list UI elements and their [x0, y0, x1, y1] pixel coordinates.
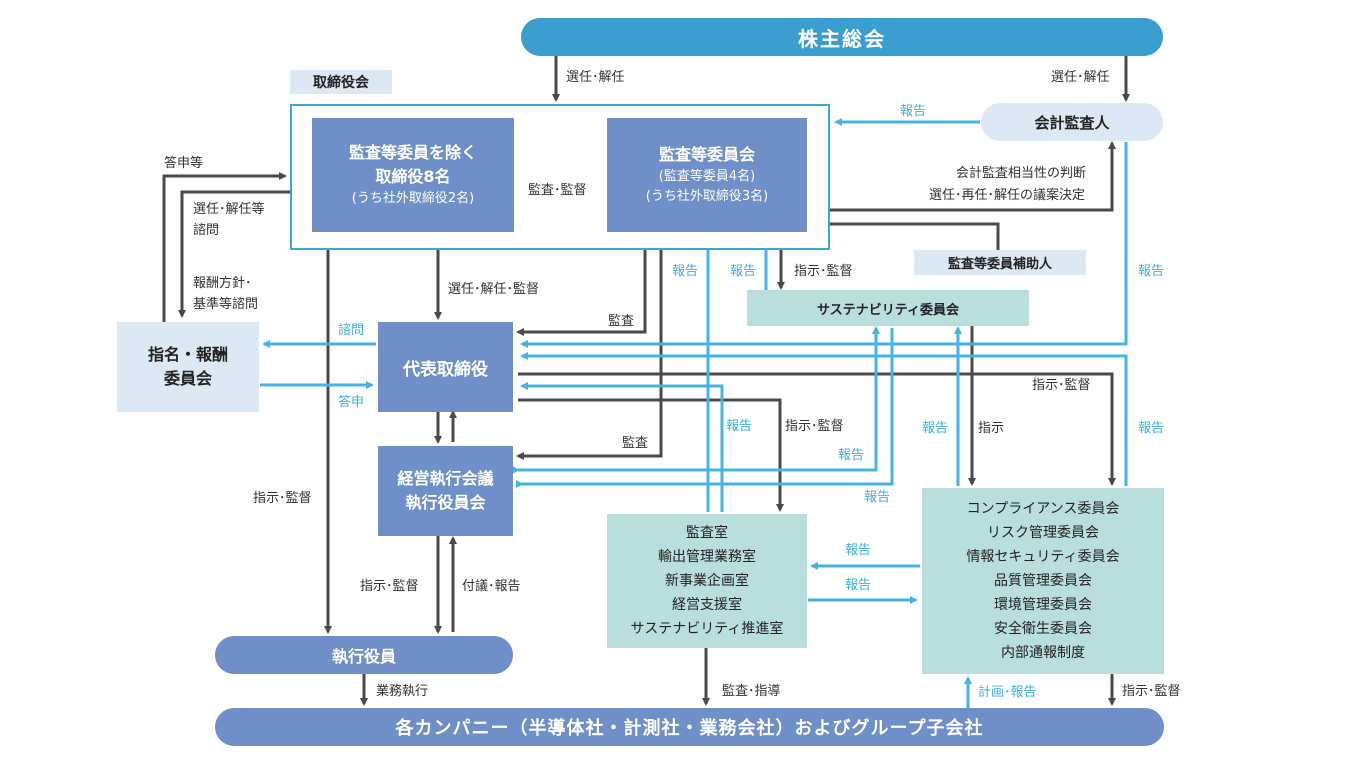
office-item: 新事業企画室	[665, 573, 749, 589]
label-elect-consult: 選任･解任等	[193, 202, 265, 217]
label-answer-arrow: 答申	[338, 395, 365, 410]
arrow-audit-to-auditor	[828, 141, 1116, 212]
accounting-auditor-box[interactable]: 会計監査人	[981, 103, 1163, 141]
nomination-committee-box[interactable]: 指名・報酬 委員会	[117, 322, 259, 412]
label-report: 報告	[726, 419, 753, 434]
label-report: 報告	[1138, 264, 1165, 279]
committee-item: 内部通報制度	[1001, 645, 1085, 661]
label-audit: 監査	[608, 314, 635, 329]
label-elect-dismiss: 選任･解任	[566, 70, 625, 85]
label-report: 報告	[1138, 421, 1165, 436]
label-remuneration: 基準等諮問	[193, 297, 259, 312]
directors-line-2: 取締役8名	[375, 167, 451, 186]
label-consult-arrow: 諮問	[338, 323, 365, 338]
audit-committee-line-1: 監査等委員会	[658, 145, 755, 164]
committee-item: 環境管理委員会	[994, 597, 1092, 613]
label-instruct-supervise: 指示･監督	[253, 491, 312, 506]
label-instruct-supervise: 指示･監督	[1032, 378, 1091, 393]
label-instruct-supervise: 指示･監督	[1122, 684, 1181, 699]
shareholders-meeting-label: 株主総会	[798, 26, 886, 51]
committee-item: 品質管理委員会	[994, 573, 1092, 589]
management-meeting-line-2: 執行役員会	[405, 493, 486, 512]
executive-officers-label: 執行役員	[331, 647, 396, 666]
label-remuneration: 報酬方針･	[193, 276, 252, 291]
representative-director-box[interactable]: 代表取締役	[378, 322, 513, 412]
label-plan-report: 計画･報告	[978, 685, 1037, 700]
committees-box[interactable]: コンプライアンス委員会 リスク管理委員会 情報セキュリティ委員会 品質管理委員会…	[922, 488, 1164, 674]
arrow-nomination-to-board	[162, 172, 287, 322]
label-instruct-supervise: 指示･監督	[794, 264, 853, 279]
label-propose-report: 付議･報告	[462, 579, 521, 594]
label-audit-supervise: 監査･監督	[528, 183, 587, 198]
label-elect-dismiss: 選任･解任	[1051, 70, 1110, 85]
board-tag: 取締役会	[290, 70, 392, 94]
label-report: 報告	[838, 448, 865, 463]
line-audit-to-assistant	[828, 222, 1000, 250]
committee-item: 情報セキュリティ委員会	[966, 549, 1120, 565]
label-elect-supervise: 選任･解任･監督	[448, 282, 540, 297]
label-report: 報告	[845, 578, 872, 593]
accounting-auditor-label: 会計監査人	[1034, 113, 1110, 132]
nomination-line-2: 委員会	[163, 369, 212, 388]
label-report: 報告	[922, 421, 949, 436]
committee-item: 安全衛生委員会	[994, 621, 1092, 637]
label-report: 報告	[730, 264, 757, 279]
management-meeting-box[interactable]: 経営執行会議 執行役員会	[378, 446, 513, 536]
label-business: 業務執行	[376, 684, 429, 699]
office-item: 監査室	[686, 525, 728, 541]
audit-committee-line-2: (監査等委員4名)	[658, 169, 756, 184]
companies-label: 各カンパニー（半導体社・計測社・業務会社）およびグループ子会社	[395, 718, 984, 739]
label-instruct-supervise: 指示･監督	[785, 419, 844, 434]
arrow-board-to-nomination	[178, 190, 290, 318]
label-report: 報告	[845, 543, 872, 558]
companies-bar[interactable]: 各カンパニー（半導体社・計測社・業務会社）およびグループ子会社	[215, 708, 1164, 746]
executive-officers-box[interactable]: 執行役員	[215, 636, 513, 674]
sustainability-committee-box[interactable]: サステナビリティ委員会	[747, 290, 1029, 326]
audit-committee-box[interactable]: 監査等委員会 (監査等委員4名) (うち社外取締役3名)	[607, 118, 807, 232]
label-consult: 諮問	[193, 223, 220, 238]
nomination-line-1: 指名・報酬	[147, 345, 228, 364]
directors-line-3: (うち社外取締役2名)	[351, 191, 475, 206]
office-item: 経営支援室	[672, 597, 742, 613]
label-answer: 答申等	[164, 156, 204, 171]
management-meeting-line-1: 経営執行会議	[397, 469, 494, 488]
label-judgment: 会計監査相当性の判断	[956, 166, 1087, 181]
audit-assistant-label: 監査等委員補助人	[947, 257, 1052, 272]
label-audit: 監査	[622, 436, 649, 451]
office-item: サステナビリティ推進室	[630, 621, 784, 637]
label-report: 報告	[864, 490, 891, 505]
committee-item: リスク管理委員会	[987, 525, 1099, 541]
office-item: 輸出管理業務室	[658, 549, 756, 565]
board-tag-label: 取締役会	[313, 75, 369, 91]
label-instruct: 指示	[978, 421, 1005, 436]
shareholders-meeting[interactable]: 株主総会	[521, 18, 1163, 56]
arrow-mgmt-report-sust-a	[512, 326, 880, 474]
audit-committee-line-3: (うち社外取締役3名)	[645, 189, 769, 204]
label-judgment: 選任･再任･解任の議案決定	[929, 188, 1086, 203]
directors-line-1: 監査等委員を除く	[348, 143, 477, 162]
directors-box[interactable]: 監査等委員を除く 取締役8名 (うち社外取締役2名)	[312, 118, 514, 232]
offices-box[interactable]: 監査室 輸出管理業務室 新事業企画室 経営支援室 サステナビリティ推進室	[607, 514, 807, 648]
label-audit-guide: 監査･指導	[722, 684, 781, 699]
arrow-mgmt-report-sust-b	[516, 328, 894, 488]
audit-assistant-box[interactable]: 監査等委員補助人	[914, 250, 1086, 275]
label-report: 報告	[672, 264, 699, 279]
sustainability-committee-label: サステナビリティ委員会	[817, 302, 959, 318]
representative-director-label: 代表取締役	[403, 359, 488, 380]
label-report: 報告	[900, 104, 927, 119]
label-instruct-supervise: 指示･監督	[360, 579, 419, 594]
committee-item: コンプライアンス委員会	[966, 501, 1120, 517]
